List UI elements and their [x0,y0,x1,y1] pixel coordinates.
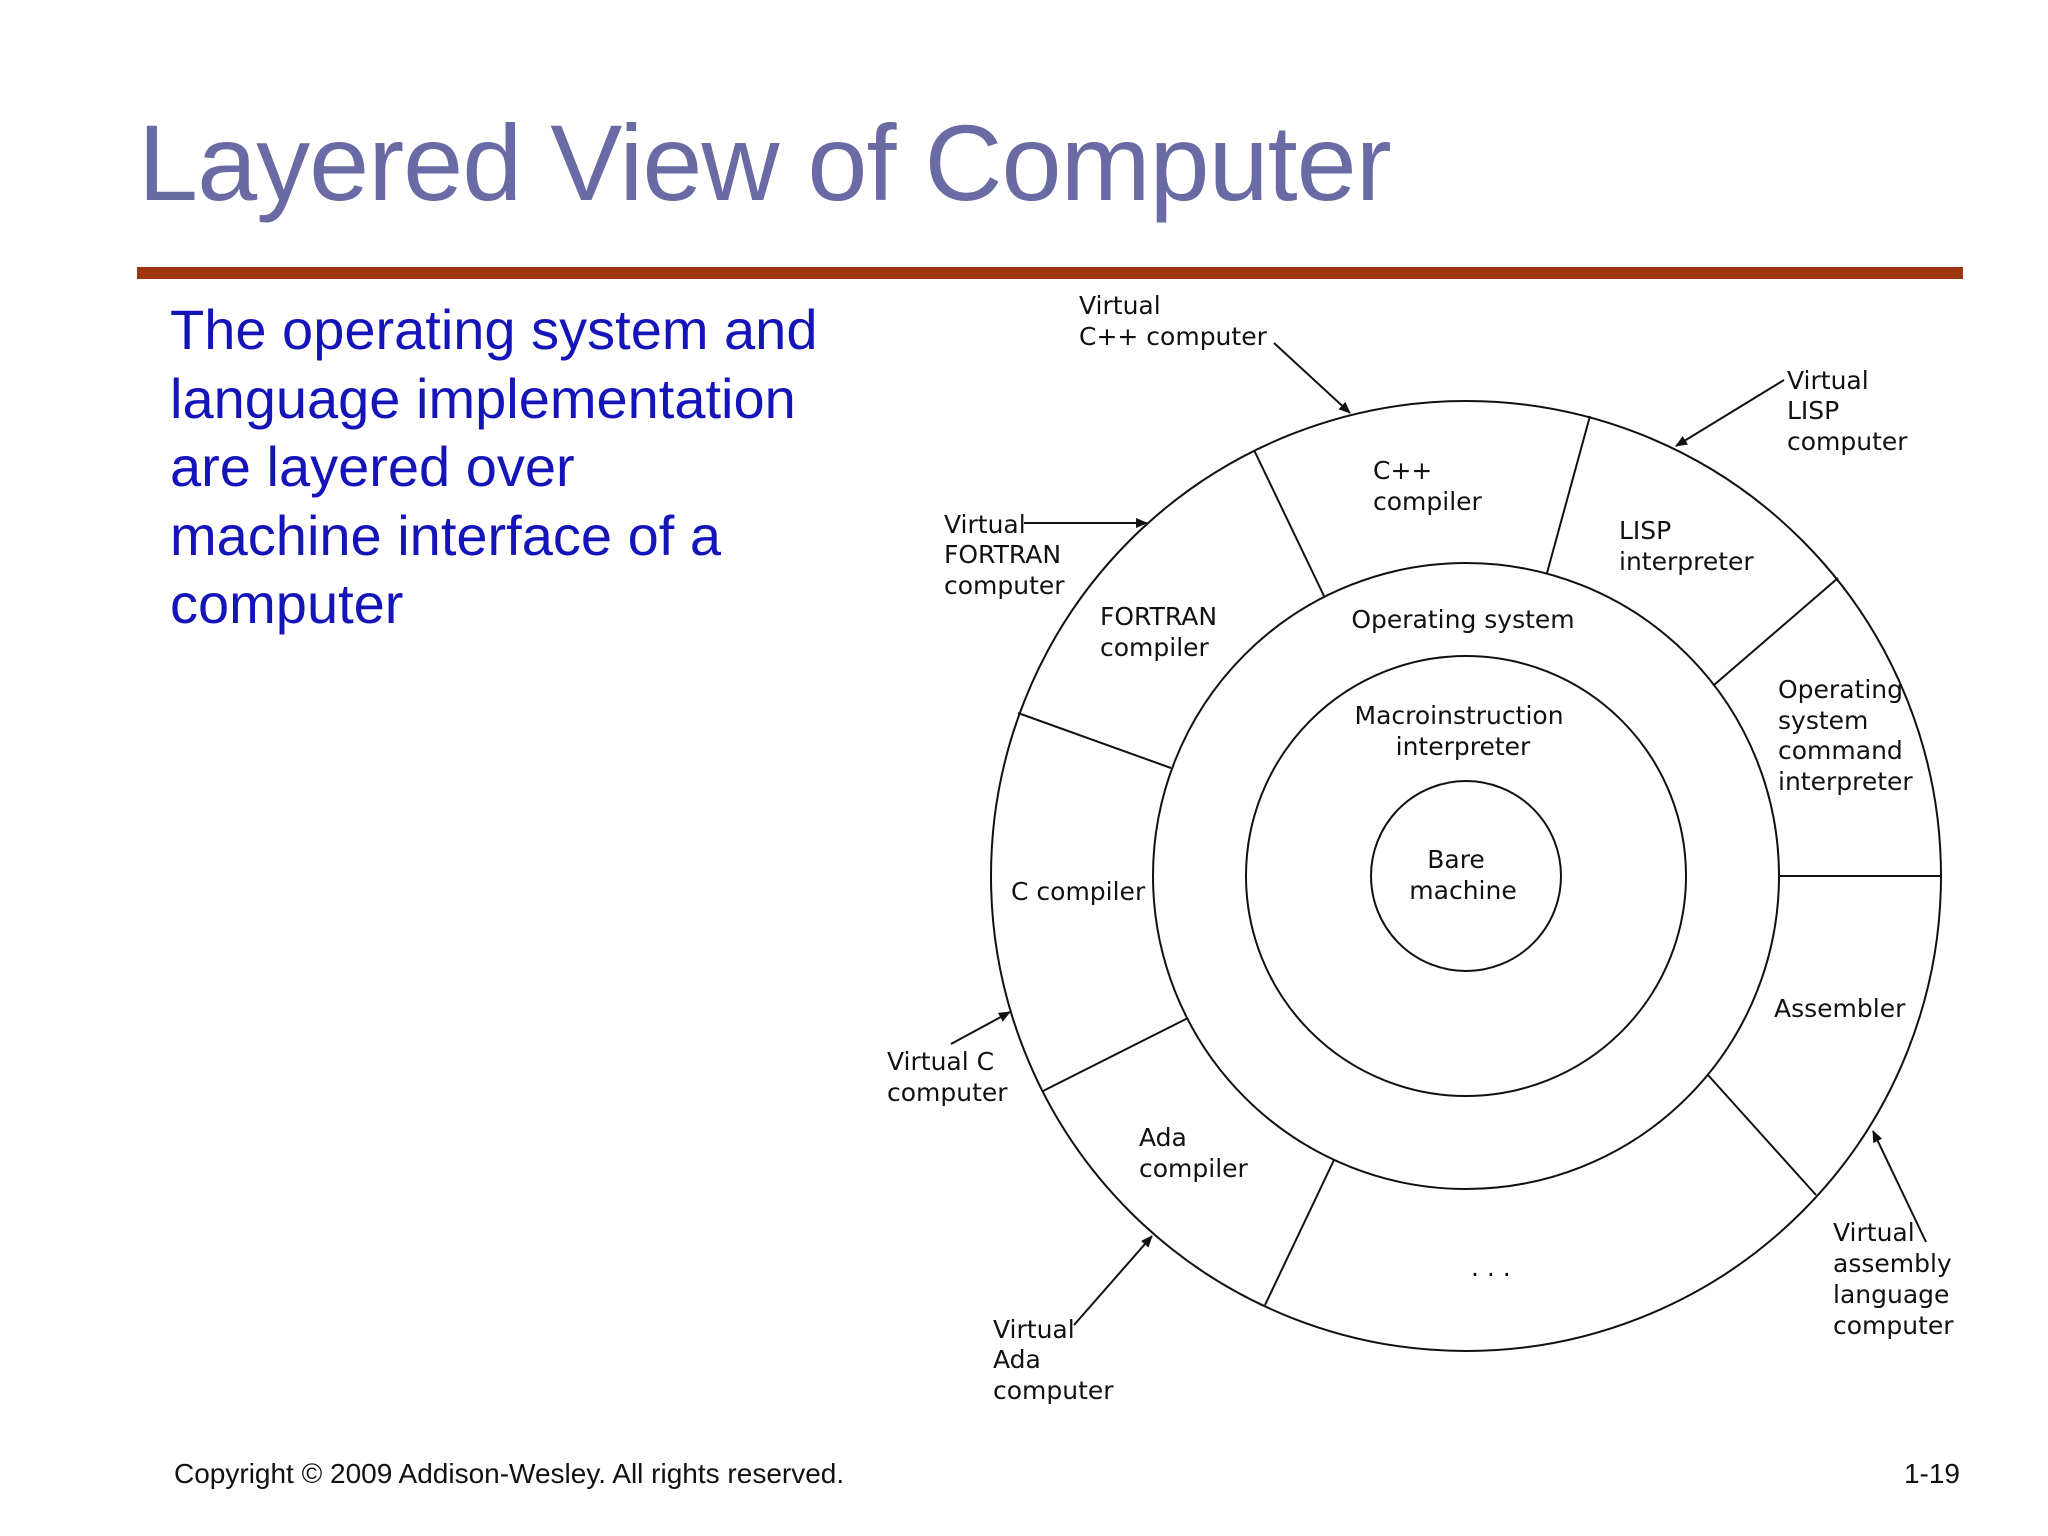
ellipsis-label: . . . [1471,1253,1511,1282]
divider-ellipsis-ada [1264,1159,1335,1306]
macroinstruction-interpreter-label: Macroinstruction interpreter [1355,701,1572,761]
virtual-assembly-language-computer-label: Virtual assembly language computer [1833,1218,1960,1340]
ada-compiler-label: Ada compiler [1139,1123,1249,1183]
virtual-ada-computer-label: Virtual Ada computer [993,1315,1114,1405]
body-line: are layered over [170,435,575,498]
os-ring [1152,562,1780,1190]
title-underline-rule [137,267,1963,279]
divider-ada-c [1042,1017,1189,1092]
page-number: 1-19 [1903,1458,1960,1489]
virtual-c-arrow [950,1011,1011,1045]
lisp-interpreter-label: LISP interpreter [1619,516,1754,576]
slide-title: Layered View of Computer [138,102,1392,223]
divider-assembler-ellipsis [1707,1074,1817,1196]
assembler-label: Assembler [1774,994,1906,1023]
body-text: The operating system and language implem… [170,296,890,639]
virtual-fortran-computer-label: Virtual FORTRAN computer [944,510,1069,600]
virtual-cpp-computer-label: Virtual C++ computer [1079,291,1268,351]
divider-c-fortran [1017,712,1172,769]
fortran-compiler-label: FORTRAN compiler [1100,602,1225,662]
c-compiler-label: C compiler [1011,877,1146,906]
bare-machine-label: Bare machine [1409,845,1516,905]
divider-cpp-lisp [1546,415,1591,574]
os-command-interpreter-label: Operating system command interpreter [1778,675,1913,796]
cpp-compiler-label: C++ compiler [1373,456,1483,516]
virtual-cpp-arrow [1273,342,1351,414]
bare-machine-ring [1370,780,1562,972]
body-line: The operating system and [170,298,818,361]
virtual-assembly-arrow [1872,1130,1927,1243]
body-line: machine interface of a [170,503,721,567]
operating-system-label: Operating system [1351,605,1574,634]
virtual-c-computer-label: Virtual C computer [887,1047,1008,1107]
body-line: language implementation [170,366,796,430]
virtual-lisp-computer-label: Virtual LISP computer [1787,366,1908,456]
macro-ring [1245,655,1687,1097]
copyright-footer: Copyright © 2009 Addison-Wesley. All rig… [174,1458,845,1489]
body-line: computer [170,572,404,635]
virtual-lisp-arrow [1675,379,1785,447]
divider-lisp-oscommand [1713,577,1839,686]
divider-fortran-cpp [1253,449,1325,597]
virtual-ada-arrow [1073,1235,1153,1326]
